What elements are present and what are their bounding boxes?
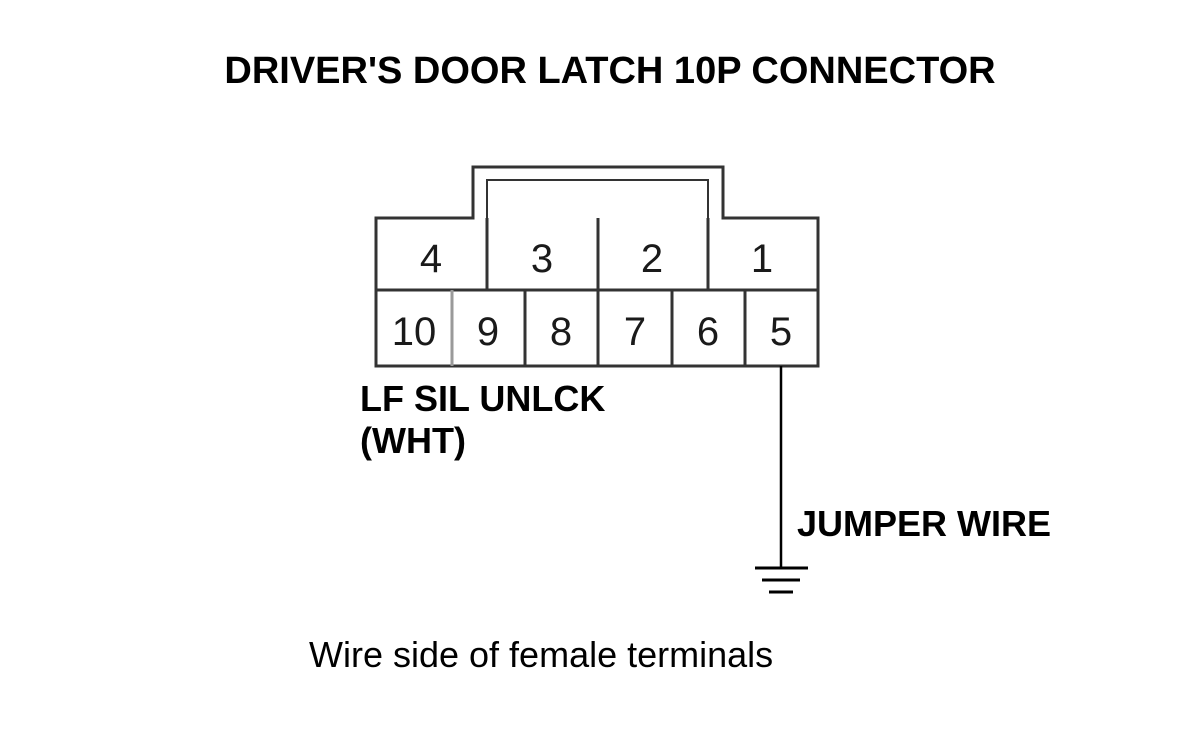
pin-label: 9 [477,310,499,354]
jumper-wire-label: JUMPER WIRE [797,503,1051,544]
connector-lock-tab [374,165,820,368]
pin-label: 2 [641,237,663,281]
top-row-pins: 4 3 2 1 [420,237,773,281]
diagram-caption: Wire side of female terminals [309,634,773,675]
pin-label: 4 [420,237,442,281]
bottom-row-pins: 10 9 8 7 6 5 [392,310,792,354]
connector-lock-tab-inner [486,179,709,218]
connector [374,165,820,368]
pin-label: 6 [697,310,719,354]
pin-label: 7 [624,310,646,354]
pin-label: 1 [751,237,773,281]
wire-label-line1: LF SIL UNLCK [360,378,605,419]
pin-label: 10 [392,310,437,354]
pin-label: 8 [550,310,572,354]
ground-icon [755,566,808,594]
wire-label-line2: (WHT) [360,420,466,461]
pin-label: 3 [531,237,553,281]
pin-label: 5 [770,310,792,354]
diagram-title: DRIVER'S DOOR LATCH 10P CONNECTOR [224,50,995,92]
wire-label: LF SIL UNLCK (WHT) [360,378,605,461]
